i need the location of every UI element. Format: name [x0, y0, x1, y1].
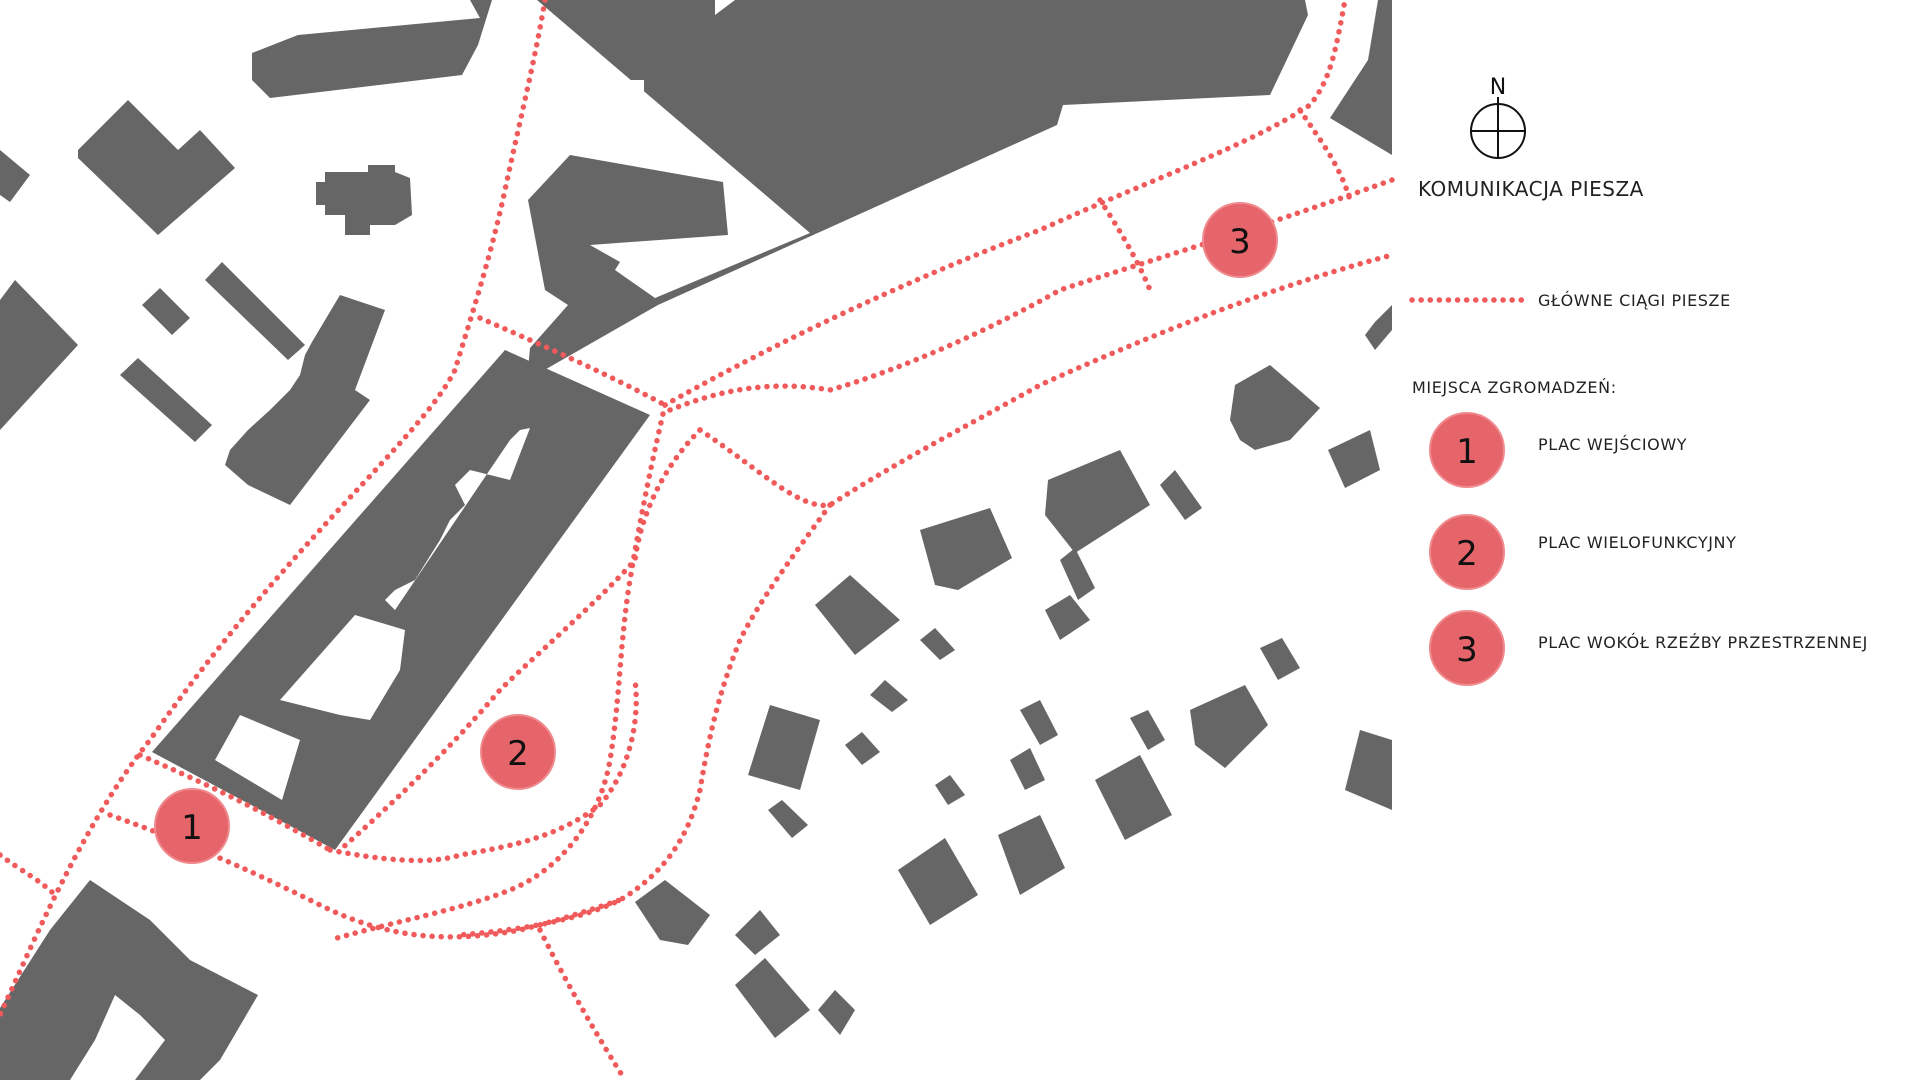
- building: [625, 0, 660, 40]
- building: [1330, 0, 1392, 155]
- legend-title: KOMUNIKACJA PIESZA: [1418, 177, 1644, 201]
- building: [735, 958, 810, 1038]
- legend-item-1: 1 PLAC WEJŚCIOWY: [1429, 412, 1687, 488]
- path: [0, 852, 58, 898]
- building: [1130, 710, 1165, 750]
- building: [1328, 430, 1380, 488]
- marker-number: 3: [1229, 222, 1251, 262]
- building: [1078, 0, 1140, 68]
- path: [1097, 197, 1153, 293]
- building: [998, 815, 1065, 895]
- path: [662, 0, 1348, 408]
- path: [327, 402, 668, 943]
- path: [667, 177, 1395, 413]
- path: [137, 752, 333, 853]
- path: [697, 252, 1395, 509]
- legend-item-number: 3: [1456, 630, 1478, 670]
- legend-item-label: PLAC WIELOFUNKCYJNY: [1538, 533, 1736, 552]
- buildings: [0, 0, 1392, 1080]
- building: [845, 732, 880, 765]
- legend-item-number: 2: [1456, 534, 1478, 574]
- marker-3[interactable]: 3: [1202, 202, 1278, 278]
- building: [635, 880, 710, 945]
- legend-places-heading: MIEJSCA ZGROMADZEŃ:: [1412, 378, 1617, 397]
- legend-item-2: 2 PLAC WIELOFUNKCYJNY: [1429, 514, 1736, 590]
- building: [225, 295, 385, 505]
- building: [748, 705, 820, 790]
- building: [78, 100, 235, 235]
- building: [1190, 685, 1268, 768]
- building: [205, 262, 305, 360]
- building: [898, 838, 978, 925]
- north-arrow: N: [1470, 75, 1526, 159]
- legend-item-number: 1: [1456, 432, 1478, 472]
- building: [142, 288, 190, 335]
- legend-item-3: 3 PLAC WOKÓŁ RZEŹBY PRZESTRZENNEJ: [1429, 610, 1868, 686]
- building: [1060, 548, 1095, 600]
- building: [870, 680, 908, 712]
- building: [1095, 755, 1172, 840]
- building: [815, 575, 900, 655]
- path: [537, 927, 628, 1080]
- legend-path-label: GŁÓWNE CIĄGI PIESZE: [1538, 291, 1731, 310]
- building: [0, 150, 30, 202]
- building: [1010, 748, 1045, 790]
- building: [1045, 595, 1090, 640]
- path: [337, 427, 703, 853]
- legend: N KOMUNIKACJA PIESZA GŁÓWNE CIĄGI PIESZE…: [1409, 75, 1868, 686]
- marker-number: 2: [507, 734, 529, 774]
- building: [920, 508, 1012, 590]
- building: [1260, 638, 1300, 680]
- building: [0, 280, 78, 430]
- building: [935, 775, 965, 805]
- building: [527, 0, 1308, 380]
- building: [1160, 470, 1202, 520]
- building: [120, 358, 212, 442]
- legend-item-label: PLAC WOKÓŁ RZEŹBY PRZESTRZENNEJ: [1538, 633, 1868, 652]
- path: [1297, 107, 1353, 203]
- gathering-markers: 1 2 3: [154, 202, 1278, 864]
- marker-1[interactable]: 1: [154, 788, 230, 864]
- building: [920, 628, 955, 660]
- path: [327, 677, 639, 864]
- building: [1345, 730, 1392, 810]
- legend-item-label: PLAC WEJŚCIOWY: [1538, 435, 1687, 454]
- building: [768, 800, 808, 838]
- marker-2[interactable]: 2: [480, 714, 556, 790]
- building: [1230, 365, 1320, 450]
- path: [107, 812, 623, 940]
- building: [1020, 700, 1058, 745]
- building: [0, 880, 258, 1080]
- pedestrian-paths: [0, 0, 1395, 1080]
- north-label: N: [1490, 75, 1506, 100]
- building: [252, 0, 492, 98]
- building: [818, 990, 855, 1035]
- building: [735, 910, 780, 955]
- building: [316, 165, 412, 235]
- building: [1045, 450, 1150, 553]
- path: [457, 502, 833, 938]
- marker-number: 1: [181, 808, 203, 848]
- path: [0, 0, 548, 1018]
- building: [1365, 305, 1392, 350]
